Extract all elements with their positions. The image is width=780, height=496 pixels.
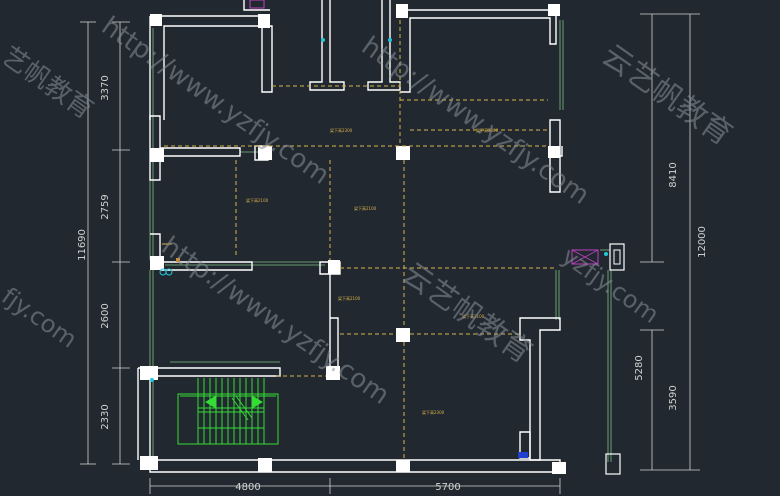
cyan-marker [165, 268, 173, 276]
dim-right-lower-b: 3590 [668, 385, 679, 410]
columns [140, 4, 566, 474]
dim-bottom-right: 5700 [435, 482, 460, 493]
beam-label: 梁下高2300 [422, 409, 445, 415]
dim-left-seg-1: 3370 [100, 75, 111, 100]
watermark-brand-fragment: 艺帆教育 [0, 41, 98, 125]
cyan-marker [604, 252, 608, 256]
beam-label: 梁下高2100 [354, 205, 377, 211]
accents [150, 0, 625, 475]
equipment-box [571, 249, 599, 265]
dim-right-upper: 8410 [668, 162, 679, 187]
dim-right-total: 12000 [697, 226, 708, 258]
dimension-texts: 11690 3370 2759 2600 2330 12000 8410 528… [77, 75, 708, 493]
beam-label: 梁下高2100 [338, 295, 361, 301]
dim-left-seg-4: 2330 [100, 404, 111, 429]
dim-left-seg-3: 2600 [100, 303, 111, 328]
dim-left-total: 11690 [77, 229, 88, 261]
cyan-marker [321, 38, 325, 42]
beams [164, 20, 556, 460]
watermark-url: http://www.yzfjy.com [96, 11, 335, 191]
watermark-url-fragment: fjy.com [0, 282, 82, 354]
orange-marker [176, 258, 180, 262]
dimension-lines [80, 13, 700, 494]
cyan-marker [388, 38, 392, 42]
dim-right-lower-a: 5280 [634, 355, 645, 380]
beam-label: 梁下高2100 [462, 313, 485, 319]
watermark-url: http://www.yzfjy.com [356, 31, 595, 211]
staircase [177, 378, 279, 445]
watermark-url: http://www.yzfjy.com [156, 231, 395, 411]
beam-labels: 梁下高2300 梁下高2300 梁下高2100 梁下高2100 梁下高2100 … [246, 127, 499, 415]
beam-label: 梁下高2100 [246, 197, 269, 203]
utility-box [605, 453, 621, 475]
dim-bottom-left: 4800 [235, 482, 260, 493]
beam-label: 梁下高2300 [476, 127, 499, 133]
equipment-box [249, 0, 265, 9]
cyan-marker [150, 378, 154, 382]
walls [137, 0, 563, 473]
utility-box [609, 243, 625, 271]
dim-left-seg-2: 2759 [100, 194, 111, 219]
watermark-brand: 云艺帆教育 [595, 38, 738, 153]
watermark-brand: 云艺帆教育 [395, 256, 538, 371]
beam-label: 梁下高2300 [330, 127, 353, 133]
blue-marker [518, 452, 528, 458]
